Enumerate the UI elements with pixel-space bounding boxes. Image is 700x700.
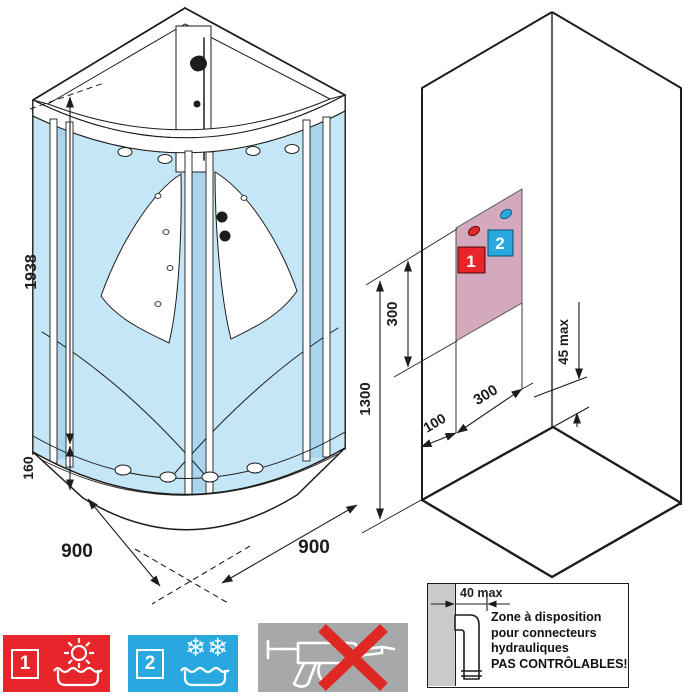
legend-hot-number: 1 <box>11 649 39 679</box>
back-panel-right <box>214 171 298 340</box>
tray-height-dim: 160 <box>20 456 36 480</box>
hot-marker-number: 1 <box>466 252 475 271</box>
hand-shower <box>193 100 201 108</box>
water-basin-icon <box>180 666 230 687</box>
detail-caption-line: Zone à disposition <box>491 610 602 624</box>
detail-caption-line: pour connecteurs <box>491 625 597 640</box>
detail-caption-line: hydrauliques <box>491 641 569 655</box>
floor <box>420 425 683 579</box>
cold-water-outlet-dot <box>500 208 512 220</box>
body-jets <box>154 193 248 307</box>
top-rollers <box>117 144 300 164</box>
wall-right <box>551 11 682 505</box>
back-panel-left <box>100 173 182 344</box>
floor-clearance-dim: 45 max <box>556 319 571 365</box>
cold-marker-square <box>487 229 514 257</box>
wall-dimensions <box>361 228 590 534</box>
control-knobs <box>216 211 231 242</box>
wall-total-height-dim: 1300 <box>357 382 374 415</box>
legend-cold-number: 2 <box>136 649 164 679</box>
detail-caption: Zone à disposition pour connecteurs hydr… <box>491 610 628 672</box>
legend-cold-water: 2 ❄❄ <box>128 633 238 692</box>
wall-left <box>421 11 553 500</box>
sun-icon <box>64 638 94 668</box>
pipe-clearance-arrows <box>431 597 510 611</box>
cold-marker-number: 2 <box>495 234 504 253</box>
pipe-elbow-icon <box>454 614 482 680</box>
pipe-clearance-dim: 40 max <box>460 586 503 600</box>
top-ring-fascia <box>32 94 346 154</box>
shower-cabin-isometric <box>32 7 346 531</box>
back-wall-right-top-edge <box>184 7 346 96</box>
red-cross-icon <box>318 624 388 691</box>
shower-head <box>190 55 207 72</box>
snowflakes-icon: ❄❄ <box>185 633 229 662</box>
width-right-dim: 900 <box>298 537 330 558</box>
cabin-height-dim: 1938 <box>23 254 40 290</box>
corner-offset-dim: 100 <box>420 410 448 436</box>
legend-no-sealant <box>258 623 408 692</box>
hot-water-outlet-dot <box>468 225 480 237</box>
wall-section <box>428 584 456 686</box>
bottom-rollers <box>114 462 264 483</box>
water-basin-icon <box>53 666 103 687</box>
detail-caption-line: PAS CONTRÔLABLES! <box>491 656 628 671</box>
cabin-dimensions <box>29 82 358 605</box>
hot-marker-square <box>457 246 486 274</box>
zone-width-dim: 300 <box>471 381 501 408</box>
width-left-dim: 900 <box>61 541 93 562</box>
hydraulic-detail-box: 40 max Zone à disposition pou <box>427 583 629 688</box>
wall-corner-isometric <box>420 11 683 579</box>
back-wall-left-top-edge <box>32 7 186 101</box>
legend-hot-water: 1 <box>3 635 110 692</box>
zone-height-dim: 300 <box>384 301 401 326</box>
